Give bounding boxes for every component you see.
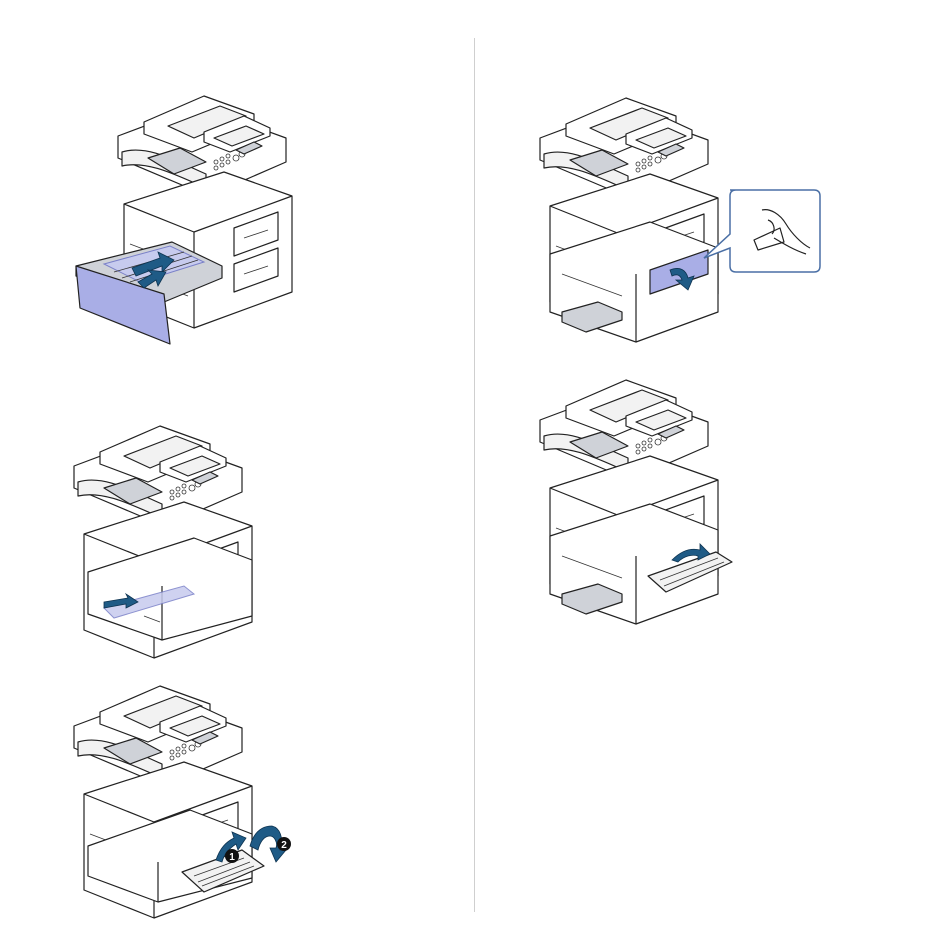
printer-stand-side-cover-illustration <box>540 380 760 635</box>
tray-open-figure <box>74 96 294 346</box>
printer-side-cover-open-illustration: 1 2 <box>74 686 304 906</box>
lower-side-cover-figure <box>540 98 830 348</box>
step-one-badge: 1 <box>225 849 239 863</box>
svg-text:2: 2 <box>281 840 287 851</box>
column-divider <box>474 38 475 912</box>
side-cover-steps-figure: 1 2 <box>74 686 304 906</box>
printer-tray-open-illustration <box>74 96 294 346</box>
paper-underside-figure <box>74 426 294 646</box>
printer-paper-jam-underside-illustration <box>74 426 294 646</box>
step-two-badge: 2 <box>277 837 291 851</box>
svg-text:1: 1 <box>229 852 235 863</box>
printer-lower-side-cover-illustration <box>540 98 830 348</box>
callout-box <box>704 190 820 272</box>
stand-side-cover-figure <box>540 380 760 635</box>
